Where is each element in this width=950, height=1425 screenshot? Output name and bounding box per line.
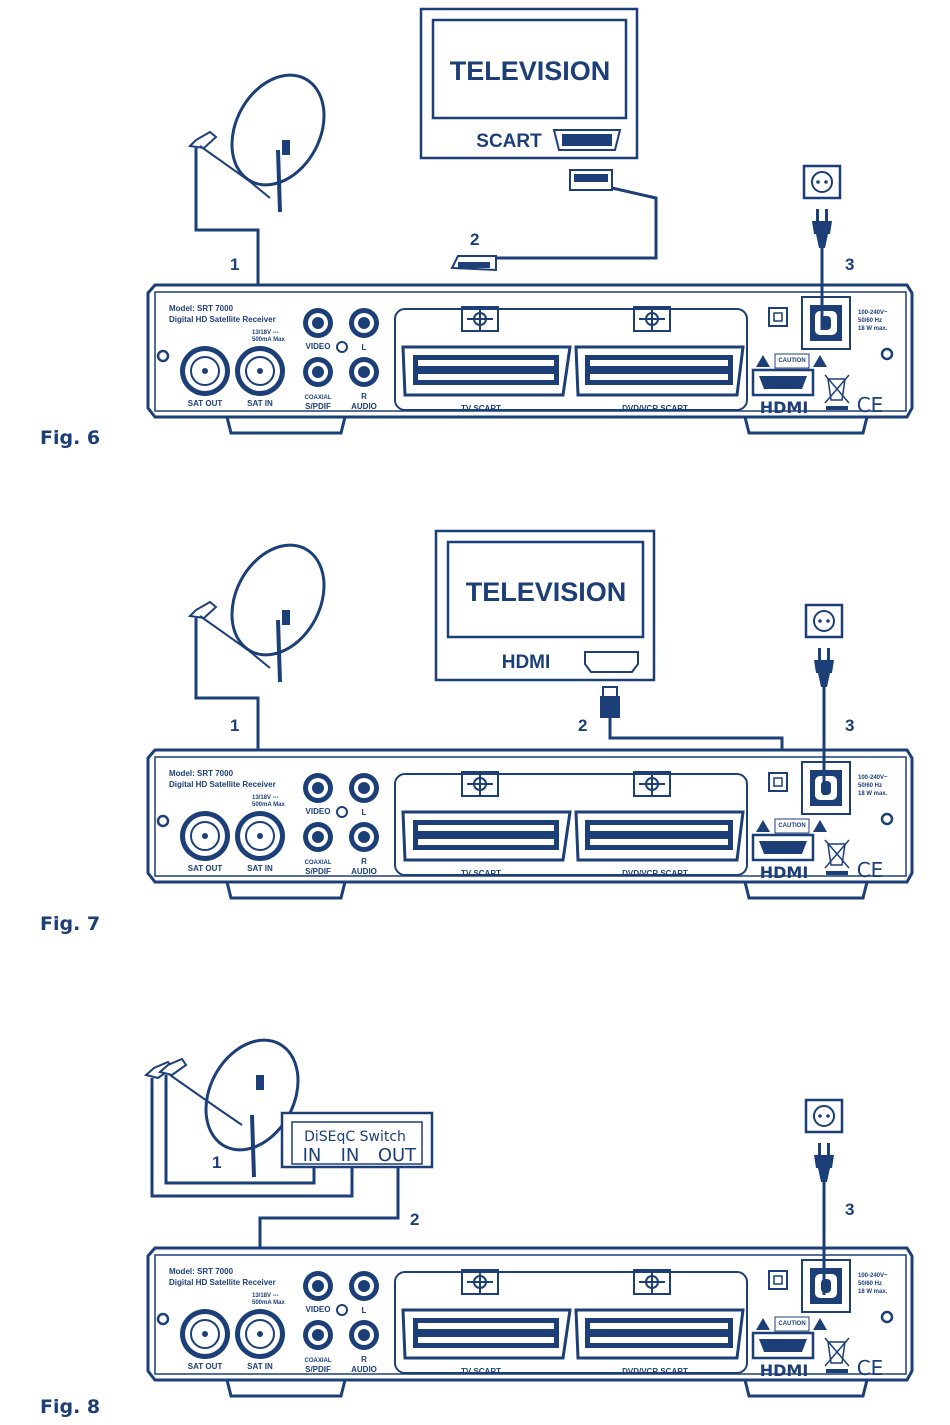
- callout-3: 3: [845, 716, 854, 735]
- switch-title: DiSEqC Switch: [304, 1129, 406, 1145]
- sat-in-label: SAT IN: [247, 1362, 273, 1371]
- sat-in-label: SAT IN: [247, 399, 273, 408]
- television-scart: TELEVISION SCART: [419, 7, 639, 160]
- lnb-spec-2: 500mA Max: [252, 337, 285, 343]
- lnb-spec-2: 500mA Max: [252, 802, 285, 808]
- figure-caption: Fig. 7: [40, 913, 100, 935]
- spdif-label: S/PDIF: [305, 1365, 331, 1374]
- tv-scart-label: TV SCART: [461, 869, 501, 878]
- power-spec-3: 18 W max.: [858, 326, 888, 332]
- model-label: Model: SRT 7000: [169, 304, 234, 313]
- hdmi-logo: HDMI: [760, 1361, 809, 1380]
- sat-out-label: SAT OUT: [188, 1362, 223, 1371]
- audio-l-label: L: [362, 343, 367, 352]
- audio-label: AUDIO: [351, 402, 377, 411]
- diseqc-switch: DiSEqC Switch IN IN OUT: [280, 1111, 434, 1169]
- audio-l-label: L: [362, 808, 367, 817]
- callout-1: 1: [230, 716, 239, 735]
- audio-label: AUDIO: [351, 1365, 377, 1374]
- model-label: Model: SRT 7000: [169, 769, 234, 778]
- switch-out: OUT: [378, 1145, 417, 1166]
- callout-2: 2: [470, 230, 479, 249]
- audio-r-label: R: [361, 1355, 367, 1364]
- audio-r-label: R: [361, 392, 367, 401]
- callout-3: 3: [845, 1200, 854, 1219]
- dvd-scart-label: DVD/VCR SCART: [622, 869, 688, 878]
- ce-mark: CE: [857, 1356, 884, 1380]
- figure-caption: Fig. 8: [40, 1396, 100, 1418]
- figure-8: DiSEqC Switch IN IN OUT Model: SRT 7000 …: [40, 1022, 914, 1418]
- dvd-scart-label: DVD/VCR SCART: [622, 404, 688, 413]
- power-spec-2: 50/60 Hz: [858, 318, 882, 324]
- tv-scart-label: TV SCART: [461, 1367, 501, 1376]
- caution-label: CAUTION: [778, 1321, 805, 1327]
- ce-mark: CE: [857, 393, 884, 417]
- sat-out-label: SAT OUT: [188, 399, 223, 408]
- power-spec-2: 50/60 Hz: [858, 783, 882, 789]
- power-spec-1: 100-240V~: [858, 310, 888, 316]
- coaxial-label: COAXIAL: [305, 860, 332, 866]
- callout-1: 1: [230, 255, 239, 274]
- description-label: Digital HD Satellite Receiver: [169, 780, 276, 789]
- video-label: VIDEO: [306, 1305, 331, 1314]
- sat-in-label: SAT IN: [247, 864, 273, 873]
- figure-6: TELEVISION SCART Model: SRT 7000 Digital…: [40, 7, 914, 449]
- video-label: VIDEO: [306, 807, 331, 816]
- callout-2: 2: [410, 1210, 419, 1229]
- model-label: Model: SRT 7000: [169, 1267, 234, 1276]
- callout-2: 2: [578, 716, 587, 735]
- caution-label: CAUTION: [778, 358, 805, 364]
- audio-label: AUDIO: [351, 867, 377, 876]
- sat-out-label: SAT OUT: [188, 864, 223, 873]
- video-label: VIDEO: [306, 342, 331, 351]
- ce-mark: CE: [857, 858, 884, 882]
- lnb-spec-1: 13/18V ---: [252, 1293, 279, 1299]
- spdif-label: S/PDIF: [305, 402, 331, 411]
- lnb-spec-1: 13/18V ---: [252, 330, 279, 336]
- tv-scart-label: TV SCART: [461, 404, 501, 413]
- spdif-label: S/PDIF: [305, 867, 331, 876]
- coaxial-label: COAXIAL: [305, 1358, 332, 1364]
- callout-1: 1: [212, 1153, 221, 1172]
- description-label: Digital HD Satellite Receiver: [169, 1278, 276, 1287]
- lnb-spec-2: 500mA Max: [252, 1300, 285, 1306]
- television-hdmi: TELEVISION HDMI: [434, 529, 656, 682]
- coaxial-label: COAXIAL: [305, 395, 332, 401]
- audio-r-label: R: [361, 857, 367, 866]
- figure-caption: Fig. 6: [40, 427, 100, 449]
- dvd-scart-label: DVD/VCR SCART: [622, 1367, 688, 1376]
- power-spec-1: 100-240V~: [858, 1273, 888, 1279]
- description-label: Digital HD Satellite Receiver: [169, 315, 276, 324]
- tv-title: TELEVISION: [466, 577, 627, 607]
- hdmi-logo: HDMI: [760, 398, 809, 417]
- switch-in-1: IN: [303, 1145, 322, 1166]
- scart-cable: [450, 169, 658, 272]
- power-spec-2: 50/60 Hz: [858, 1281, 882, 1287]
- power-spec-1: 100-240V~: [858, 775, 888, 781]
- tv-title: TELEVISION: [450, 56, 611, 86]
- tv-port-label: HDMI: [502, 652, 551, 673]
- caution-label: CAUTION: [778, 823, 805, 829]
- callout-3: 3: [845, 255, 854, 274]
- hdmi-logo: HDMI: [760, 863, 809, 882]
- tv-port-label: SCART: [476, 131, 542, 152]
- switch-in-2: IN: [341, 1145, 360, 1166]
- power-spec-3: 18 W max.: [858, 791, 888, 797]
- figure-7: TELEVISION HDMI Model: SRT 7000 Digital …: [40, 527, 914, 935]
- lnb-spec-1: 13/18V ---: [252, 795, 279, 801]
- power-spec-3: 18 W max.: [858, 1289, 888, 1295]
- audio-l-label: L: [362, 1306, 367, 1315]
